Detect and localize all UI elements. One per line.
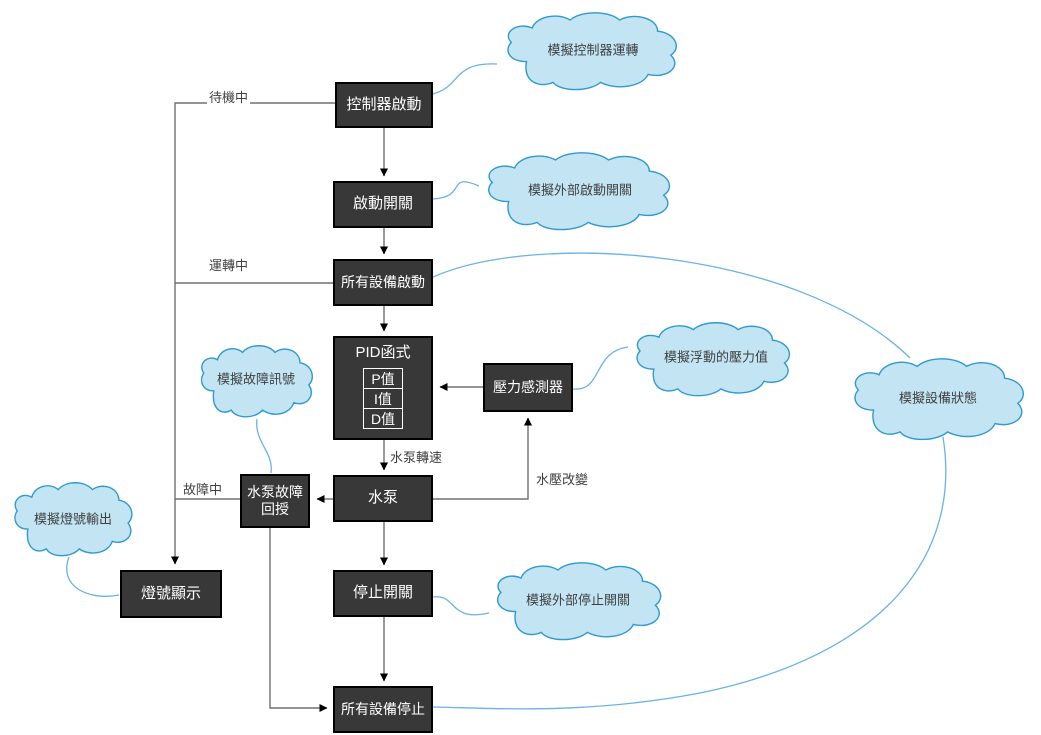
node-water-pump[interactable]: 水泵	[333, 475, 433, 522]
cloud-label-sim-fault-signal[interactable]: 模擬故障訊號	[216, 371, 296, 387]
node-pid-function[interactable]: PID函式 P值 I值 D值	[333, 336, 433, 440]
node-light-display[interactable]: 燈號顯示	[120, 570, 222, 618]
pid-i-value[interactable]: I值	[363, 387, 403, 409]
node-controller-start[interactable]: 控制器啟動	[335, 82, 433, 128]
edge-label-running[interactable]: 運轉中	[207, 255, 251, 274]
node-all-devices-stop[interactable]: 所有設備停止	[333, 686, 433, 733]
edge-label-pump-speed[interactable]: 水泵轉速	[388, 447, 445, 466]
node-pump-fault-feedback[interactable]: 水泵故障回授	[240, 474, 310, 528]
cloud-link-lines	[66, 63, 947, 710]
edge-label-standby[interactable]: 待機中	[207, 87, 251, 106]
cloud-label-sim-controller-run[interactable]: 模擬控制器運轉	[547, 42, 639, 58]
node-pressure-sensor[interactable]: 壓力感測器	[483, 363, 573, 412]
cloud-label-sim-device-status[interactable]: 模擬設備狀態	[898, 390, 978, 406]
pid-title: PID函式	[355, 344, 411, 361]
node-all-devices-start[interactable]: 所有設備啟動	[333, 259, 433, 306]
node-stop-switch[interactable]: 停止開關	[333, 570, 433, 617]
edge-label-pressure-change[interactable]: 水壓改變	[534, 469, 591, 488]
cloud-label-sim-external-start-switch[interactable]: 模擬外部啟動開關	[527, 182, 633, 198]
edge-label-fault[interactable]: 故障中	[181, 479, 225, 498]
cloud-shapes	[14, 12, 1024, 641]
cloud-label-sim-floating-pressure[interactable]: 模擬浮動的壓力值	[663, 349, 769, 365]
node-start-switch[interactable]: 啟動開關	[333, 181, 433, 228]
flow-lines	[171, 102, 532, 712]
cloud-label-sim-external-stop-switch[interactable]: 模擬外部停止開關	[525, 592, 631, 608]
pid-p-value[interactable]: P值	[363, 367, 403, 389]
pid-d-value[interactable]: D值	[363, 407, 403, 429]
cloud-label-sim-light-output[interactable]: 模擬燈號輸出	[33, 511, 113, 527]
